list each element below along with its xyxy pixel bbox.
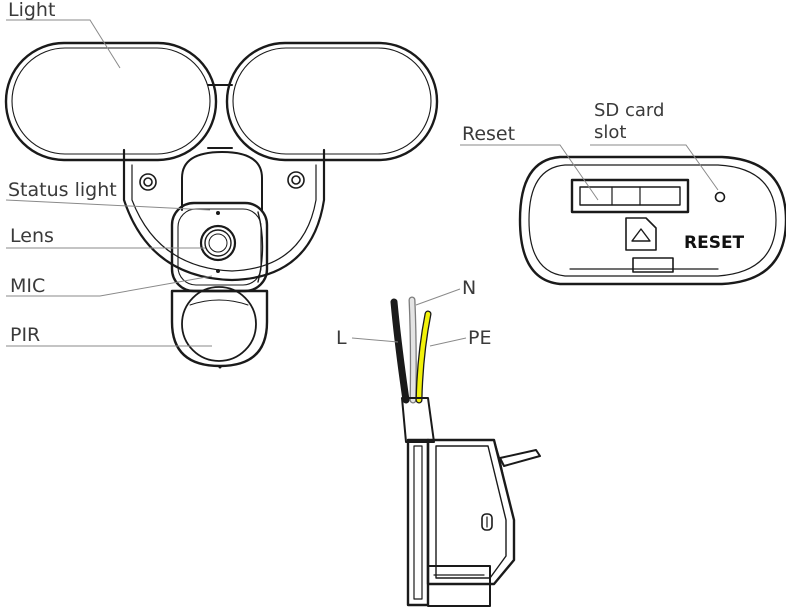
label-sd-card-line1: SD card <box>594 100 664 121</box>
leader-status-light <box>5 199 211 211</box>
leader-wire-l <box>351 337 399 343</box>
floodlight-camera-front <box>4 41 439 369</box>
side-view-unit <box>390 296 541 607</box>
lens-ring <box>199 224 237 262</box>
panel-inner-shell <box>528 164 777 277</box>
wire-earth <box>415 310 432 404</box>
leader-reset <box>460 144 599 201</box>
leader-wire-pe <box>429 337 467 347</box>
label-lens: Lens <box>10 225 54 247</box>
side-base-plate <box>406 438 430 607</box>
label-reset: Reset <box>462 123 515 145</box>
leader-light <box>6 19 121 69</box>
left-screw <box>139 173 157 191</box>
label-pir: PIR <box>10 324 40 346</box>
label-status-light: Status light <box>8 179 117 201</box>
panel-outer-shell <box>518 155 786 286</box>
reset-sd-panel: RESET <box>518 155 786 286</box>
leader-mic <box>6 275 213 297</box>
label-wire-n: N <box>462 277 476 299</box>
mic-dot <box>216 269 220 273</box>
label-wire-l: L <box>336 327 347 349</box>
right-screw <box>287 171 305 189</box>
wire-neutral <box>408 296 417 404</box>
side-arm <box>499 449 541 467</box>
left-light-panel <box>4 41 218 162</box>
status-light-dot <box>216 211 220 215</box>
reset-stamp: RESET <box>684 233 745 253</box>
sd-card-slot <box>570 178 690 214</box>
leader-wire-n <box>415 288 461 306</box>
mounting-plate-inner <box>131 164 317 272</box>
cable-jacket <box>401 397 435 443</box>
label-light: Light <box>8 0 55 21</box>
label-sd-card-line2: slot <box>594 122 626 143</box>
reset-hole-icon <box>714 191 726 203</box>
mounting-plate <box>122 148 326 282</box>
panel-bottom-tab <box>632 257 674 273</box>
sd-card-icon <box>625 217 657 251</box>
wire-live <box>390 298 410 404</box>
front-leader-lines <box>5 19 213 347</box>
camera-neck <box>181 151 263 211</box>
label-wire-pe: PE <box>468 327 491 349</box>
label-mic: MIC <box>10 275 45 297</box>
right-light-panel <box>225 41 439 162</box>
leader-sd-card <box>590 144 719 191</box>
pir-housing <box>170 286 269 369</box>
side-screw-icon <box>481 513 493 531</box>
